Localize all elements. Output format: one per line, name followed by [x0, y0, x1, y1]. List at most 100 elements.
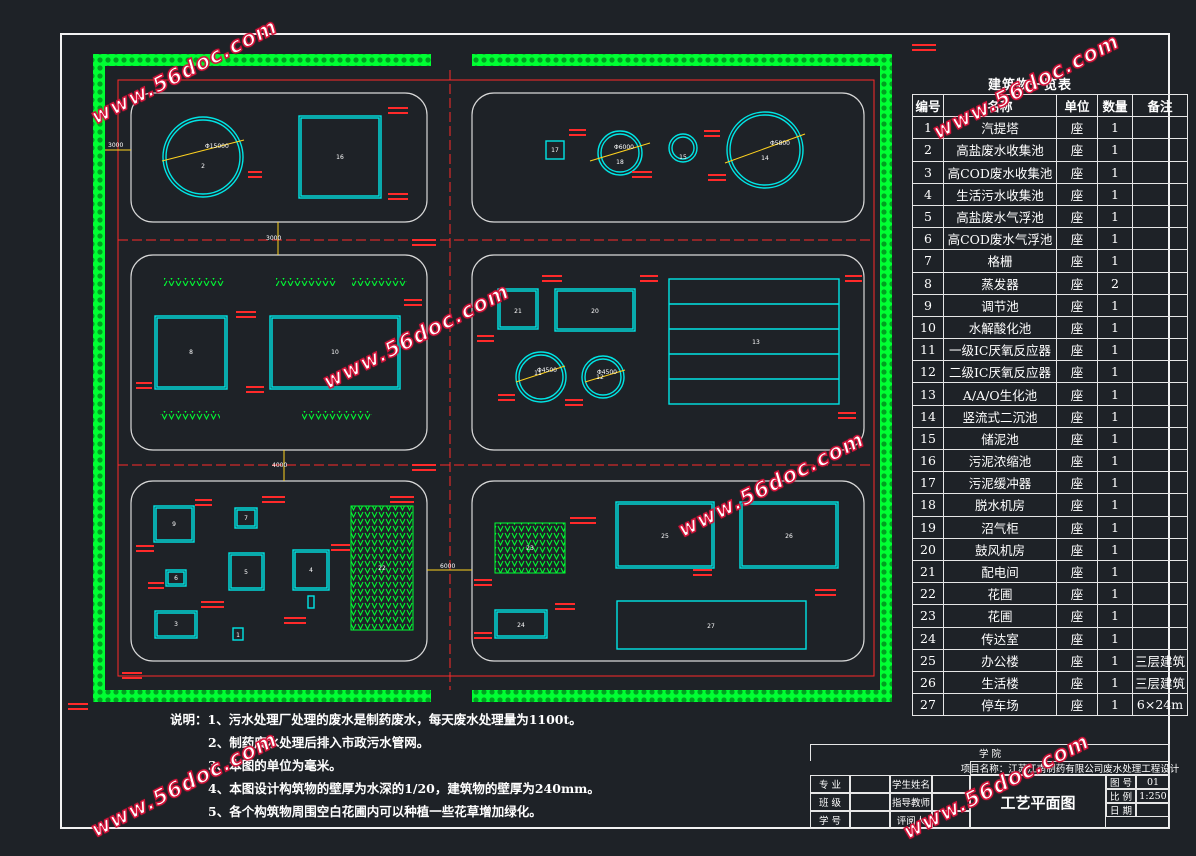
dim-label: 3000	[266, 235, 281, 242]
unit-label: 22	[378, 565, 386, 572]
building-cell-note	[1131, 160, 1189, 184]
building-cell-note	[1131, 249, 1189, 273]
building-cell-note	[1131, 315, 1189, 340]
building-cell-unit: 座	[1056, 382, 1098, 406]
building-cell-no: 24	[912, 626, 944, 650]
building-list-title: 建筑物一览表	[987, 78, 1072, 93]
building-cell-unit: 座	[1056, 493, 1098, 517]
building-cell-unit: 座	[1056, 559, 1098, 584]
dim-label: 4000	[272, 462, 287, 469]
building-cell-name: 停车场	[943, 693, 1057, 717]
note-line: 4、本图设计构筑物的壁厚为水深的1/20，建筑物的壁厚为240mm。	[208, 781, 600, 796]
building-cell-no: 21	[912, 559, 944, 584]
building-cell-note	[1131, 338, 1189, 362]
building-cell-no: 11	[912, 338, 944, 362]
building-cell-qty: 1	[1097, 515, 1133, 539]
building-cell-name: 办公楼	[943, 648, 1057, 672]
unit-label: 12	[596, 374, 604, 381]
tb-project: 项目名称：江苏江南制药有限公司废水处理工程设计	[961, 761, 1179, 775]
building-cell-note	[1131, 426, 1189, 451]
building-cell-qty: 1	[1097, 404, 1133, 428]
dimension-labels: Φ15000 Φ6000 Φ5800 Φ4500 Φ4500 3000 3000…	[108, 140, 790, 570]
building-cell-note	[1131, 626, 1189, 650]
unit-label: 2	[201, 163, 205, 170]
building-cell-no: 4	[912, 182, 944, 206]
building-cell-note	[1131, 182, 1189, 206]
dimension-lines	[105, 133, 806, 571]
unit-label: 14	[761, 155, 769, 162]
building-cell-unit: 座	[1056, 138, 1098, 162]
unit-label: 10	[331, 349, 339, 356]
building-cell-no: 3	[912, 160, 944, 184]
building-cell-unit: 座	[1056, 626, 1098, 650]
building-cell-unit: 座	[1056, 249, 1098, 273]
building-cell-qty: 2	[1097, 271, 1133, 295]
building-cell-name: 调节池	[943, 293, 1057, 317]
unit-label: 16	[336, 154, 344, 161]
building-cell-qty: 1	[1097, 227, 1133, 251]
building-cell-unit: 座	[1056, 471, 1098, 495]
unit-label: 13	[752, 339, 760, 346]
building-cell-no: 10	[912, 315, 944, 340]
tb-school: 学 院	[978, 748, 1002, 760]
building-cell-no: 15	[912, 426, 944, 451]
tb-advisor-value	[932, 793, 970, 811]
building-cell-name: 高盐废水收集池	[943, 138, 1057, 162]
building-cell-note	[1131, 559, 1189, 584]
tb-school-row	[810, 744, 1170, 761]
building-cell-no: 26	[912, 670, 944, 695]
building-cell-no: 5	[912, 204, 944, 229]
building-cell-unit: 座	[1056, 693, 1098, 717]
building-cell-note: 三层建筑	[1131, 670, 1189, 695]
building-cell-qty: 1	[1097, 670, 1133, 695]
building-cell-qty: 1	[1097, 604, 1133, 628]
building-cell-unit: 座	[1056, 227, 1098, 251]
building-cell-note	[1131, 404, 1189, 428]
building-cell-qty: 1	[1097, 426, 1133, 451]
building-cell-note	[1131, 293, 1189, 317]
col-header: 数量	[1097, 93, 1133, 118]
tb-reviewer-label: 评阅人	[890, 811, 932, 829]
building-cell-no: 19	[912, 515, 944, 539]
building-cell-name: 花圃	[943, 604, 1057, 628]
building-cell-note	[1131, 582, 1189, 606]
building-cell-unit: 座	[1056, 182, 1098, 206]
tb-student-no-value	[850, 811, 890, 829]
tb-sheet-no: 01	[1136, 775, 1170, 789]
building-cell-note	[1131, 537, 1189, 561]
building-cell-unit: 座	[1056, 160, 1098, 184]
building-cell-name: 生活污水收集池	[943, 182, 1057, 206]
building-cell-qty: 1	[1097, 626, 1133, 650]
tb-date	[1136, 803, 1170, 817]
building-cell-name: 储泥池	[943, 426, 1057, 451]
building-cell-name: 污泥浓缩池	[943, 448, 1057, 473]
building-cell-no: 18	[912, 493, 944, 517]
note-line: 3、本图的单位为毫米。	[208, 758, 342, 773]
building-cell-qty: 1	[1097, 648, 1133, 672]
building-cell-note	[1131, 204, 1189, 229]
unit-label: 24	[517, 622, 525, 629]
building-cell-no: 17	[912, 471, 944, 495]
building-cell-qty: 1	[1097, 204, 1133, 229]
unit-label: 9	[172, 521, 176, 528]
building-cell-qty: 1	[1097, 338, 1133, 362]
building-cell-no: 7	[912, 249, 944, 273]
building-cell-note	[1131, 271, 1189, 295]
tb-major-value	[850, 775, 890, 793]
unit-label: 26	[785, 533, 793, 540]
building-cell-name: 高COD废水气浮池	[943, 227, 1057, 251]
building-cell-note: 6×24m	[1131, 693, 1189, 717]
building-cell-note	[1131, 382, 1189, 406]
tb-student-no-label: 学 号	[810, 811, 850, 829]
building-cell-unit: 座	[1056, 582, 1098, 606]
